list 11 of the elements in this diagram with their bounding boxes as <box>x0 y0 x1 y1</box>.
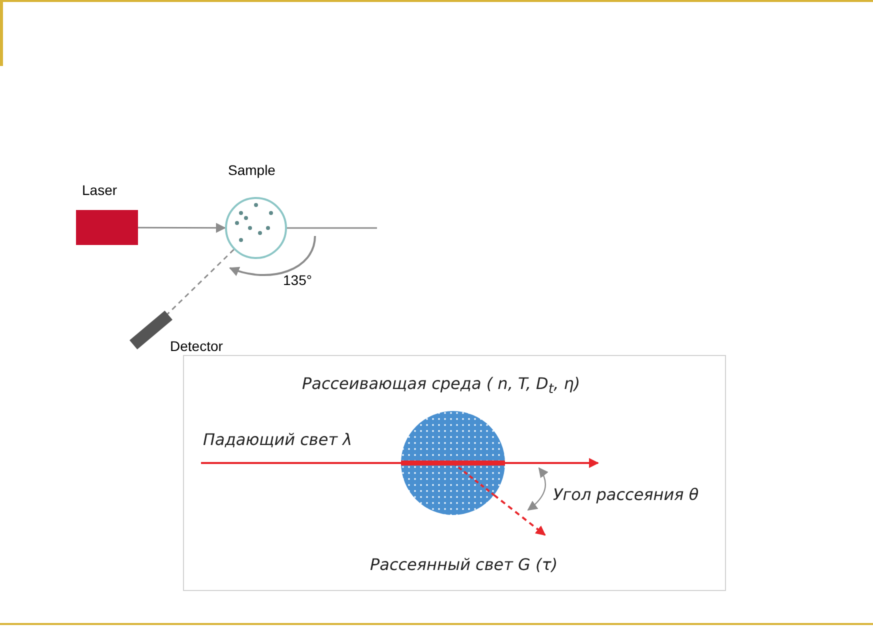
scattering-angle-label: Угол рассеяния θ <box>553 485 699 504</box>
laser-label: Laser <box>82 182 118 198</box>
scattered-light-label: Рассеянный свет G (τ) <box>370 555 558 574</box>
arrow <box>138 222 226 233</box>
sample-label: Sample <box>228 162 276 178</box>
incident-light-label: Падающий свет λ <box>203 430 352 449</box>
dashed-line <box>493 494 546 536</box>
angle-label: 135° <box>283 272 312 288</box>
medium-label: Рассеивающая среда ( n, T, D$_{t}$, η) <box>302 374 580 398</box>
detector-label: Detector <box>170 338 223 354</box>
arrow <box>505 458 599 468</box>
